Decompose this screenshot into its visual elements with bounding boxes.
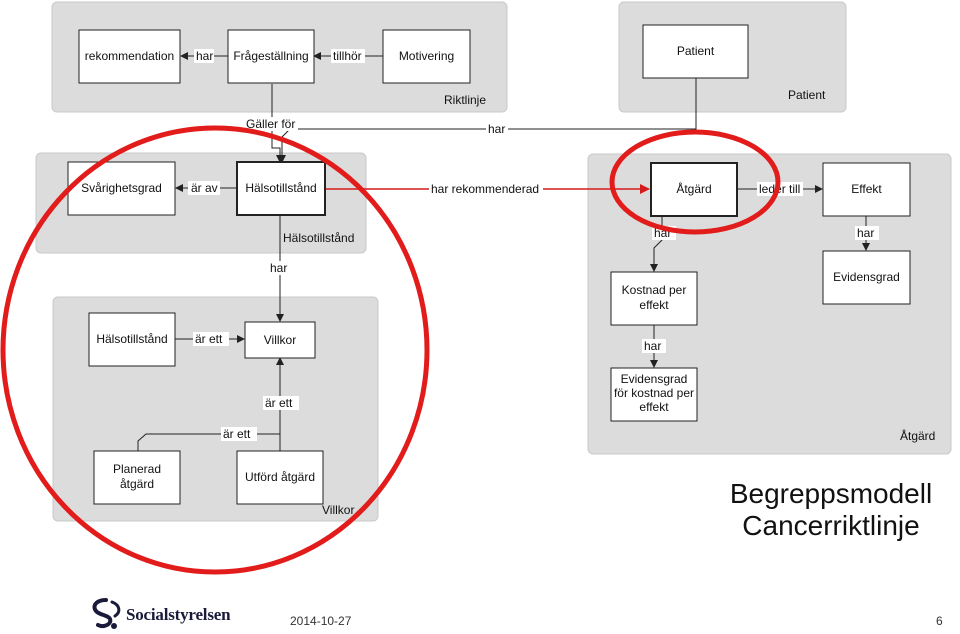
node-label-evidensgrad: Evidensgrad	[833, 270, 900, 284]
node-planerad-atgard: Planerad åtgärd	[93, 450, 181, 505]
page-number: 6	[936, 614, 943, 628]
node-label-rekommendation: rekommendation	[85, 49, 174, 63]
node-villkor-halsotillstand: Hälsotillstånd	[88, 312, 176, 367]
label-ar-av: är av	[191, 181, 218, 195]
node-rekommendation: rekommendation	[78, 29, 181, 84]
node-patient: Patient	[642, 24, 749, 79]
node-evidensgrad: Evidensgrad	[822, 250, 911, 305]
node-label-kostnad-line-1: Kostnad per	[622, 283, 687, 297]
node-label-evidens-kostnad-line-1: Evidensgrad	[621, 372, 688, 386]
node-label-fragestallning: Frågeställning	[233, 49, 308, 63]
node-label-effekt: Effekt	[851, 182, 882, 196]
node-villkor: Villkor	[244, 321, 316, 359]
node-label-planerad-line-2: åtgärd	[120, 477, 154, 491]
label-galler-for: Gäller för	[246, 117, 295, 131]
label-fragestallning-har: har	[196, 49, 213, 63]
node-utford-atgard: Utförd åtgärd	[236, 450, 324, 505]
label-effekt-har: har	[857, 226, 874, 240]
label-kostnad-har: har	[644, 339, 661, 353]
label-motivering-tillhor: tillhör	[333, 49, 362, 63]
slide-title-line-2: Cancerriktlinje	[742, 510, 920, 541]
nodes: rekommendation Frågeställning Motivering…	[67, 24, 911, 505]
footer-date: 2014-10-27	[290, 614, 352, 628]
node-label-planerad-line-1: Planerad	[113, 462, 161, 476]
highlight-ellipse-left	[0, 125, 430, 575]
node-label-motivering: Motivering	[399, 49, 454, 63]
slide-title: Begreppsmodell Cancerriktlinje	[700, 478, 960, 542]
socialstyrelsen-logo-icon	[92, 598, 121, 629]
group-label-halsotillstand: Hälsotillstånd	[283, 231, 354, 245]
node-label-atgard: Åtgärd	[676, 181, 711, 196]
node-label-kostnad-line-2: effekt	[639, 298, 669, 312]
footer-logo: Socialstyrelsen	[88, 598, 231, 632]
label-patient-har: har	[488, 122, 505, 136]
node-label-evidens-kostnad-line-2: för kostnad per	[614, 386, 694, 400]
node-label-villkor: Villkor	[264, 333, 296, 347]
label-villkor-ar-ett-2: är ett	[265, 396, 293, 410]
label-har-rekommenderad: har rekommenderad	[431, 182, 539, 196]
node-label-utford-atgard: Utförd åtgärd	[245, 470, 315, 484]
node-label-patient: Patient	[677, 44, 715, 58]
node-fragestallning: Frågeställning	[227, 29, 315, 84]
edge-planerad-villkor	[137, 433, 280, 451]
slide-title-line-1: Begreppsmodell	[729, 478, 933, 509]
highlight-ellipse-atgard	[609, 129, 781, 235]
node-label-halsotillstand: Hälsotillstånd	[245, 181, 316, 195]
group-label-villkor: Villkor	[322, 503, 354, 517]
label-villkor-ar-ett-3: är ett	[223, 427, 251, 441]
node-svarighetsgrad: Svårighetsgrad	[67, 161, 176, 216]
node-atgard: Åtgärd	[650, 162, 738, 217]
node-motivering: Motivering	[382, 29, 471, 84]
node-label-svarighetsgrad: Svårighetsgrad	[81, 181, 162, 195]
node-label-villkor-halsotillstand: Hälsotillstånd	[96, 332, 167, 346]
node-effekt: Effekt	[822, 162, 911, 217]
node-evidensgrad-kostnad: Evidensgrad för kostnad per effekt	[610, 367, 698, 422]
logo-text: Socialstyrelsen	[126, 605, 231, 624]
node-halsotillstand: Hälsotillstånd	[236, 161, 326, 216]
edge-labels: har tillhör Gäller för har är av har rek…	[188, 49, 879, 441]
node-kostnad-per-effekt: Kostnad per effekt	[610, 271, 698, 326]
group-label-patient: Patient	[788, 88, 826, 102]
group-label-atgard: Åtgärd	[900, 428, 935, 443]
label-halsotillstand-har: har	[270, 261, 287, 275]
node-label-evidens-kostnad-line-3: effekt	[639, 400, 669, 414]
label-villkor-ar-ett-1: är ett	[195, 332, 223, 346]
group-label-riktlinje: Riktlinje	[444, 93, 486, 107]
